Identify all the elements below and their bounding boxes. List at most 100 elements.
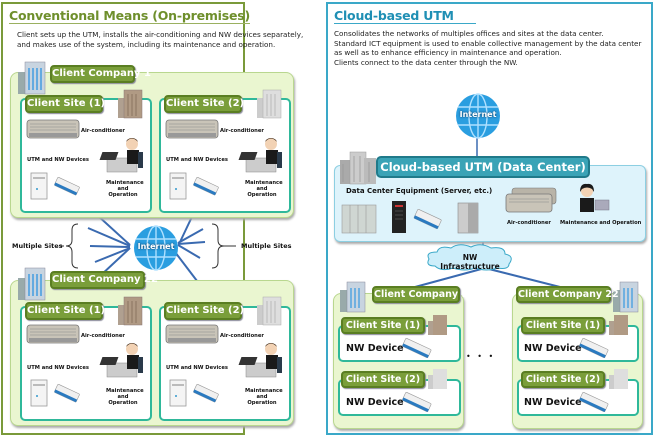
description-line: Client sets up the UTM, installs the air… [17,30,304,39]
operator-woman-icon [580,183,610,212]
connection-line [177,228,204,244]
utm-devices-label: UTM and NW Devices [166,365,228,371]
client-company-tag: Client Company 1 [50,65,151,83]
nw-device-label: NW Device [524,343,582,354]
multiple-sites-label: Multiple Sites [241,242,292,250]
internet-label: Internet [137,242,175,251]
black-server-icon [392,201,406,233]
utm-devices-label: UTM and NW Devices [166,157,228,163]
data-center-tag: Cloud-based UTM (Data Center) [376,156,590,178]
on-premises-description: Client sets up the UTM, installs the air… [17,30,303,49]
description-line: and makes use of the system, including i… [17,39,276,49]
maint-line: and [256,186,268,193]
nw-device-label: NW Device [346,343,404,354]
client-site-tag: Client Site (1) [25,95,105,113]
site-building-icon [428,369,447,389]
connection-line [177,244,201,259]
office-building-icon [340,281,366,313]
connection-line [87,227,131,247]
client-site-tag: Client Site (2) [164,302,244,320]
description-line: Standard ICT equipment is used to enable… [334,38,642,48]
description-line: Consolidates the networks of multiples o… [334,29,604,38]
connection-line [177,241,206,245]
client-company-tag: Client Company 1 [372,286,468,303]
description-line: Clients connect to the data center throu… [334,57,518,67]
utm-devices-label: UTM and NW Devices [27,157,89,163]
client-site-tag: Client Site (2) [164,95,244,113]
maint-line: Operation [108,192,138,199]
maint-line: Maintenance [245,180,283,186]
air-conditioner-label: Air-conditioner [507,220,551,226]
maintenance-label: Maintenance and Operation [560,220,642,226]
air-conditioner-icon [26,119,80,139]
site-building-icon [118,89,143,119]
cloud-utm-description: Consolidates the networks of multiples o… [334,29,641,67]
air-conditioner-label: Air-conditioner [220,333,264,339]
office-building-icon [18,267,46,301]
site-building-icon [257,89,282,119]
connection-line [89,245,131,248]
description-line: as well as to enhance efficiency in main… [334,48,562,58]
on-premises-title: Conventional Means (On-premises) [9,8,251,24]
site-building-icon [609,369,628,389]
office-building-icon [613,281,639,313]
internet-globe-icon [134,225,178,271]
brace-left [65,223,79,269]
air-conditioner-icon [165,324,219,344]
client-site-tag: Client Site (1) [25,302,105,320]
office-building-icon [18,61,46,95]
tower-server-icon [457,202,479,234]
multiple-sites-label: Multiple Sites [12,242,63,250]
nw-device-label: NW Device [346,397,404,408]
air-conditioner-label: Air-conditioner [81,333,125,339]
maint-line: Maintenance [245,388,283,394]
operator-person-icon [99,343,143,378]
air-conditioner-icon [505,187,557,213]
site-building-icon [118,296,143,326]
client-site-tag: Client Site (2) [341,371,425,388]
internet-globe-icon [456,93,500,139]
air-conditioner-label: Air-conditioner [81,128,125,134]
data-center-equipment-icons [341,201,479,234]
maint-line: Operation [108,400,138,407]
internet-label: Internet [459,110,497,119]
maint-line: and [117,394,129,401]
air-conditioner-label: Air-conditioner [220,128,264,134]
site-building-icon [428,315,447,335]
air-conditioner-icon [26,324,80,344]
site-building-icon [257,296,282,326]
cloud-utm-title: Cloud-based UTM [334,8,476,24]
client-site-tag: Client Site (1) [521,317,605,334]
server-and-router-icon [30,379,80,407]
operator-person-icon [99,138,143,173]
server-and-router-icon [30,172,80,200]
data-center-equipment-label: Data Center Equipment (Server, etc.) [346,187,493,195]
nw-infrastructure-label: NW Infrastructure [440,253,500,271]
server-and-router-icon [169,172,219,200]
nw-infrastructure-cloud-icon [427,244,512,271]
router-icon [579,338,609,358]
utm-devices-label: UTM and NW Devices [27,365,89,371]
server-and-router-icon [169,379,219,407]
maint-line: Maintenance [106,388,144,394]
rack-server-icon [341,204,377,234]
data-center-building-icon [340,151,376,185]
client-site-tag: Client Site (2) [521,371,605,388]
client-site-tag: Client Site (1) [341,317,425,334]
operator-person-icon [238,343,282,378]
air-conditioner-icon [165,119,219,139]
router-icon [413,209,442,230]
router-icon [579,392,609,412]
nw-device-label: NW Device [524,397,582,408]
client-company-tag: Client Company 22 [50,271,158,289]
site-building-icon [609,315,628,335]
connection-line [94,247,131,263]
ellipsis: • • • [466,352,496,361]
client-company-tag: Client Company 22 [516,286,619,303]
maint-line: and [256,394,268,401]
brace-right [211,223,225,269]
